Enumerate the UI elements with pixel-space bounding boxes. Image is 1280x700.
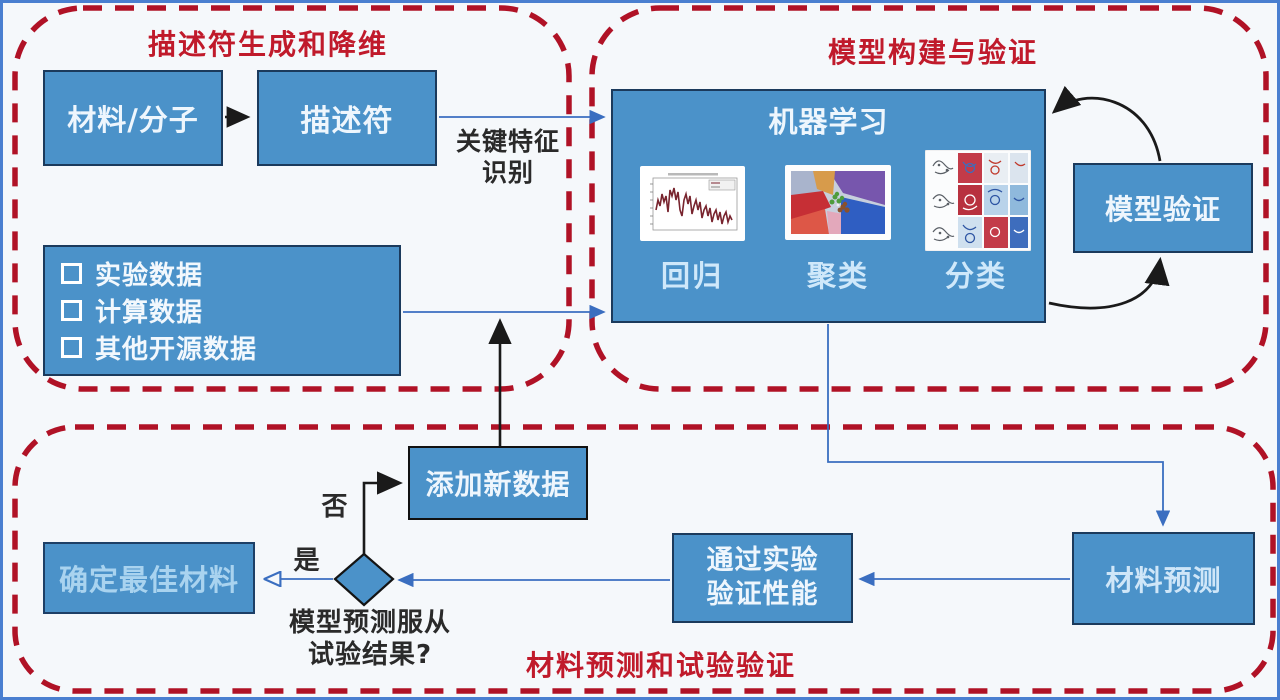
label-key-feature-line1: 关键特征 [455,127,560,156]
regression-plot-thumbnail [640,166,745,241]
arrow-diamond-no-to-adddata [362,471,403,555]
dataset-item-label: 计算数据 [95,298,204,328]
node-model-validation: 模型验证 [1073,163,1253,253]
panel-title-experiment: 材料预测和试验验证 [525,649,796,682]
classification-grid-thumbnail [925,150,1031,251]
dataset-item-label: 实验数据 [95,261,204,291]
ml-method-classification: 分类 [944,259,1007,293]
dataset-item-label: 其他开源数据 [95,335,258,365]
arrow-ml-to-validation-curve [1048,256,1170,310]
node-descriptor: 描述符 [257,70,437,166]
experimental-verify-line1: 通过实验 [706,545,819,577]
dataset-item-computational: 计算数据 [59,292,393,329]
dataset-item-experimental: 实验数据 [59,255,393,292]
decision-question-line2: 试验结果? [307,639,433,670]
checkbox-icon [61,300,82,321]
node-datasets: 实验数据 计算数据 其他开源数据 [43,245,401,376]
ml-method-regression: 回归 [660,259,723,293]
dataset-item-opensource: 其他开源数据 [59,329,393,366]
panel-title-descriptor: 描述符生成和降维 [147,28,388,61]
node-add-new-data: 添加新数据 [408,446,588,520]
panel-model-border [589,5,1269,392]
arrow-validation-to-ml-curve [1051,85,1162,162]
label-key-feature-line2: 识别 [481,157,534,187]
node-experimental-verify: 通过实验 验证性能 [672,533,853,623]
label-decision-question: 模型预测服从 试验结果? [271,608,469,671]
experimental-verify-line2: 验证性能 [706,579,819,610]
label-no: 否 [321,492,349,522]
decision-question-line1: 模型预测服从 [288,608,451,638]
arrow-ml-to-prediction [827,324,1171,527]
connector-layer [12,5,1276,694]
node-material: 材料/分子 [43,70,223,166]
label-key-feature: 关键特征 识别 [433,127,583,188]
node-material-prediction: 材料预测 [1072,532,1255,625]
checkbox-icon [61,337,82,358]
checkbox-icon [61,263,82,284]
decision-diamond [333,552,395,607]
label-yes: 是 [293,546,321,576]
panel-descriptor-border [12,5,572,392]
panel-title-model: 模型构建与验证 [827,36,1038,69]
node-best-material: 确定最佳材料 [43,542,255,614]
clustering-plot-thumbnail [785,165,891,240]
ml-method-clustering: 聚类 [806,259,869,293]
